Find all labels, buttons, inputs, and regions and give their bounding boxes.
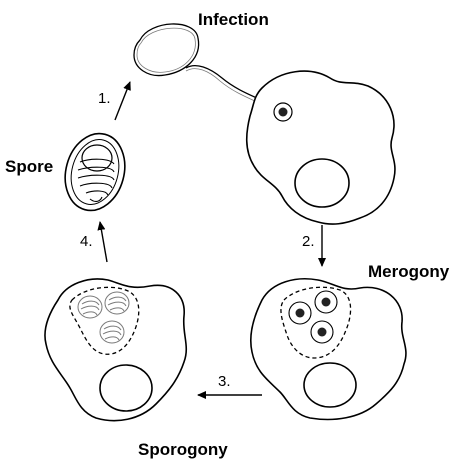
host-cell-merogony bbox=[249, 278, 407, 421]
merogony-parasitophorous-vacuole bbox=[280, 286, 352, 359]
sporogony-parasitophorous-vacuole bbox=[69, 286, 140, 355]
sporogony-label: Sporogony bbox=[138, 440, 228, 459]
step-4-label: 4. bbox=[80, 233, 93, 250]
meront-2 bbox=[314, 290, 338, 314]
spore-label: Spore bbox=[5, 157, 53, 176]
host-cell-sporogony bbox=[44, 278, 188, 422]
polar-tube-loop-inner bbox=[136, 27, 196, 73]
polar-tube-loop bbox=[133, 23, 200, 77]
step-1-label: 1. bbox=[98, 90, 111, 107]
meront-1 bbox=[288, 301, 312, 325]
spore-nucleus bbox=[81, 144, 113, 172]
sporoblast-3 bbox=[99, 320, 125, 344]
sporoblast-2 bbox=[104, 291, 130, 315]
merogony-host-nucleus bbox=[303, 362, 357, 408]
sporoblast-1 bbox=[77, 295, 103, 319]
polar-filament-coil bbox=[77, 158, 115, 196]
sporoplasm-nucleus bbox=[278, 107, 288, 117]
arrow-1 bbox=[114, 81, 131, 121]
infection-label: Infection bbox=[198, 10, 269, 29]
meront-1-nucleus bbox=[295, 308, 305, 318]
spore bbox=[64, 132, 126, 212]
host-cell-infection bbox=[245, 70, 396, 225]
step-2-label: 2. bbox=[302, 233, 315, 250]
meront-3-nucleus bbox=[317, 327, 327, 337]
arrow-4 bbox=[97, 221, 108, 263]
step-3-label: 3. bbox=[218, 373, 231, 390]
meront-2-nucleus bbox=[321, 297, 331, 307]
merogony-label: Merogony bbox=[368, 262, 450, 281]
meront-3 bbox=[310, 320, 334, 344]
host-nucleus bbox=[294, 158, 350, 208]
sporogony-host-nucleus bbox=[99, 364, 153, 412]
polar-filament-tail bbox=[89, 196, 103, 202]
spore-outer-wall bbox=[64, 132, 126, 212]
spore-inner-wall bbox=[70, 139, 120, 205]
